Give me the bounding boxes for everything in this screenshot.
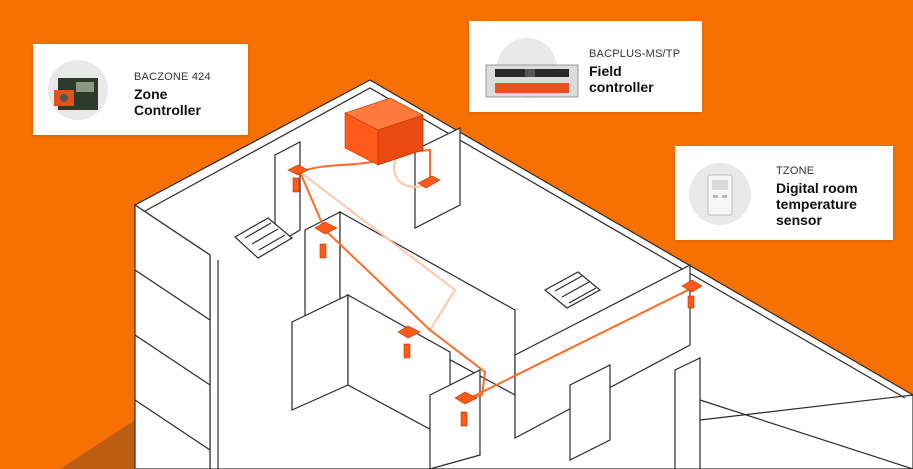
zone-controller-4 — [454, 391, 478, 427]
room-sensor-small — [417, 175, 441, 189]
roof-vent-left — [233, 217, 294, 259]
device-card-room-sensor: TZONE Digital room temperature sensor — [675, 146, 893, 240]
zone-controller-title: Zone Controller — [134, 86, 201, 118]
roof-vent-right — [543, 271, 602, 309]
zone-controller-1 — [287, 164, 309, 193]
zone-controller-device-icon — [48, 60, 108, 120]
devices — [287, 97, 703, 427]
room-sensor-model: TZONE — [776, 165, 815, 177]
building-shell — [133, 79, 913, 469]
field-controller-title: Field controller — [589, 63, 654, 95]
zone-controller-3 — [397, 325, 421, 359]
field-controller-model: BACPLUS-MS/TP — [589, 48, 681, 60]
device-card-field-controller: BACPLUS-MS/TP Field controller — [469, 21, 702, 112]
device-card-zone-controller: BACZONE 424 Zone Controller — [33, 44, 248, 135]
room-sensor-title: Digital room temperature sensor — [776, 180, 858, 228]
zone-controller-2 — [314, 221, 338, 259]
room-sensor-device-icon — [689, 163, 751, 225]
field-controller-device-image — [485, 64, 579, 98]
field-controller-box — [344, 97, 424, 166]
zone-controller-5 — [681, 279, 703, 309]
zone-controller-model: BACZONE 424 — [134, 71, 211, 83]
